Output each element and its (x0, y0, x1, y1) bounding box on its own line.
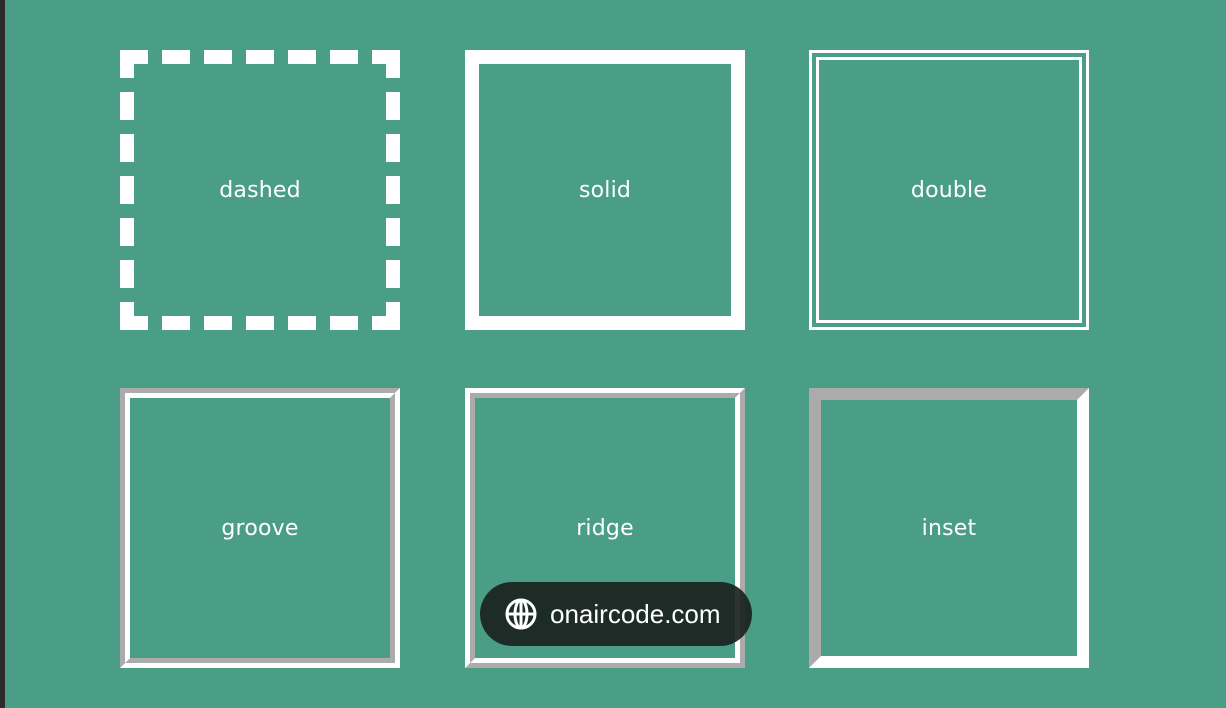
badge-label: onaircode.com (550, 598, 721, 629)
globe-icon (505, 598, 537, 630)
box-label: solid (578, 177, 632, 203)
dashed-border-box: dashed (120, 50, 400, 330)
double-border-box: double (809, 50, 1089, 330)
inset-border-box: inset (809, 388, 1089, 668)
demo-stage: dashed solid double groove ridge inset o… (5, 0, 1226, 708)
ridge-border-box: ridge (465, 388, 745, 668)
site-watermark-badge[interactable]: onaircode.com (480, 582, 752, 646)
box-label: double (910, 177, 988, 203)
box-label: groove (221, 515, 299, 541)
box-label: dashed (219, 177, 301, 203)
solid-border-box: solid (465, 50, 745, 330)
window-edge (0, 0, 5, 708)
groove-border-box: groove (120, 388, 400, 668)
box-label: ridge (576, 515, 634, 541)
box-label: inset (921, 515, 977, 541)
